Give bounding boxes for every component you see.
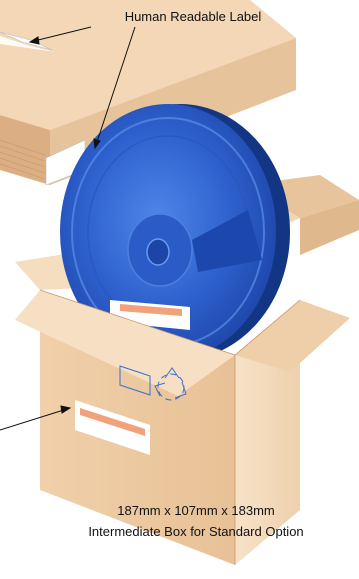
human-readable-label-title: Human Readable Label [125, 9, 262, 24]
dimensions-text: 187mm x 107mm x 183mm [117, 503, 275, 518]
caption-text: Intermediate Box for Standard Option [88, 524, 303, 539]
